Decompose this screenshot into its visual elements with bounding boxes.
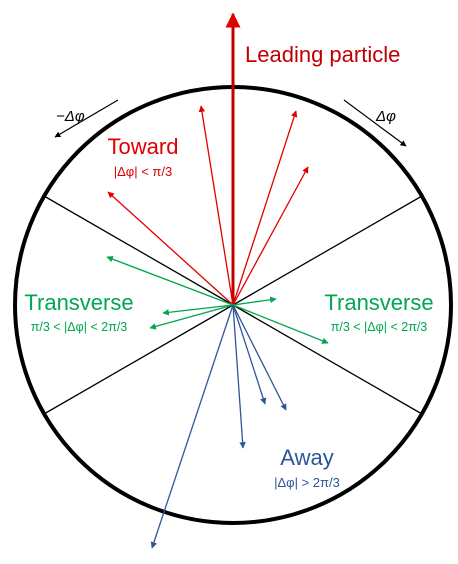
- transverse-arrow: [232, 296, 277, 306]
- toward-arrow: [232, 110, 298, 306]
- toward-label: Toward: [108, 134, 179, 159]
- pos-dphi-arrow: [343, 99, 407, 147]
- toward-condition: |Δφ| < π/3: [114, 164, 173, 179]
- transverse-right-condition: π/3 < |Δφ| < 2π/3: [331, 320, 428, 334]
- transverse-left-condition: π/3 < |Δφ| < 2π/3: [31, 320, 128, 334]
- transverse-arrow: [106, 256, 234, 306]
- pos-dphi-label: Δφ: [375, 108, 396, 125]
- away-label: Away: [280, 445, 333, 470]
- boundary-upper-right: [232, 195, 423, 306]
- away-arrow: [150, 304, 234, 549]
- boundary-upper-left: [43, 195, 234, 306]
- boundary-lower-right: [232, 304, 423, 415]
- transverse-arrow: [162, 304, 234, 316]
- transverse-arrow: [232, 304, 329, 344]
- neg-dphi-arrow: [54, 99, 119, 138]
- neg-dphi-label: −Δφ: [56, 108, 85, 125]
- away-condition: |Δφ| > 2π/3: [274, 475, 340, 490]
- toward-arrow: [198, 105, 234, 306]
- away-arrow: [232, 304, 246, 449]
- transverse-left-label: Transverse: [24, 290, 133, 315]
- toward-arrow: [107, 191, 234, 306]
- away-arrow: [232, 304, 287, 411]
- leading-particle-label: Leading particle: [245, 42, 400, 67]
- toward-arrow: [232, 166, 309, 306]
- transverse-right-label: Transverse: [324, 290, 433, 315]
- transverse-arrow: [149, 304, 234, 330]
- away-arrow: [232, 304, 267, 405]
- boundary-lower-left: [43, 304, 234, 415]
